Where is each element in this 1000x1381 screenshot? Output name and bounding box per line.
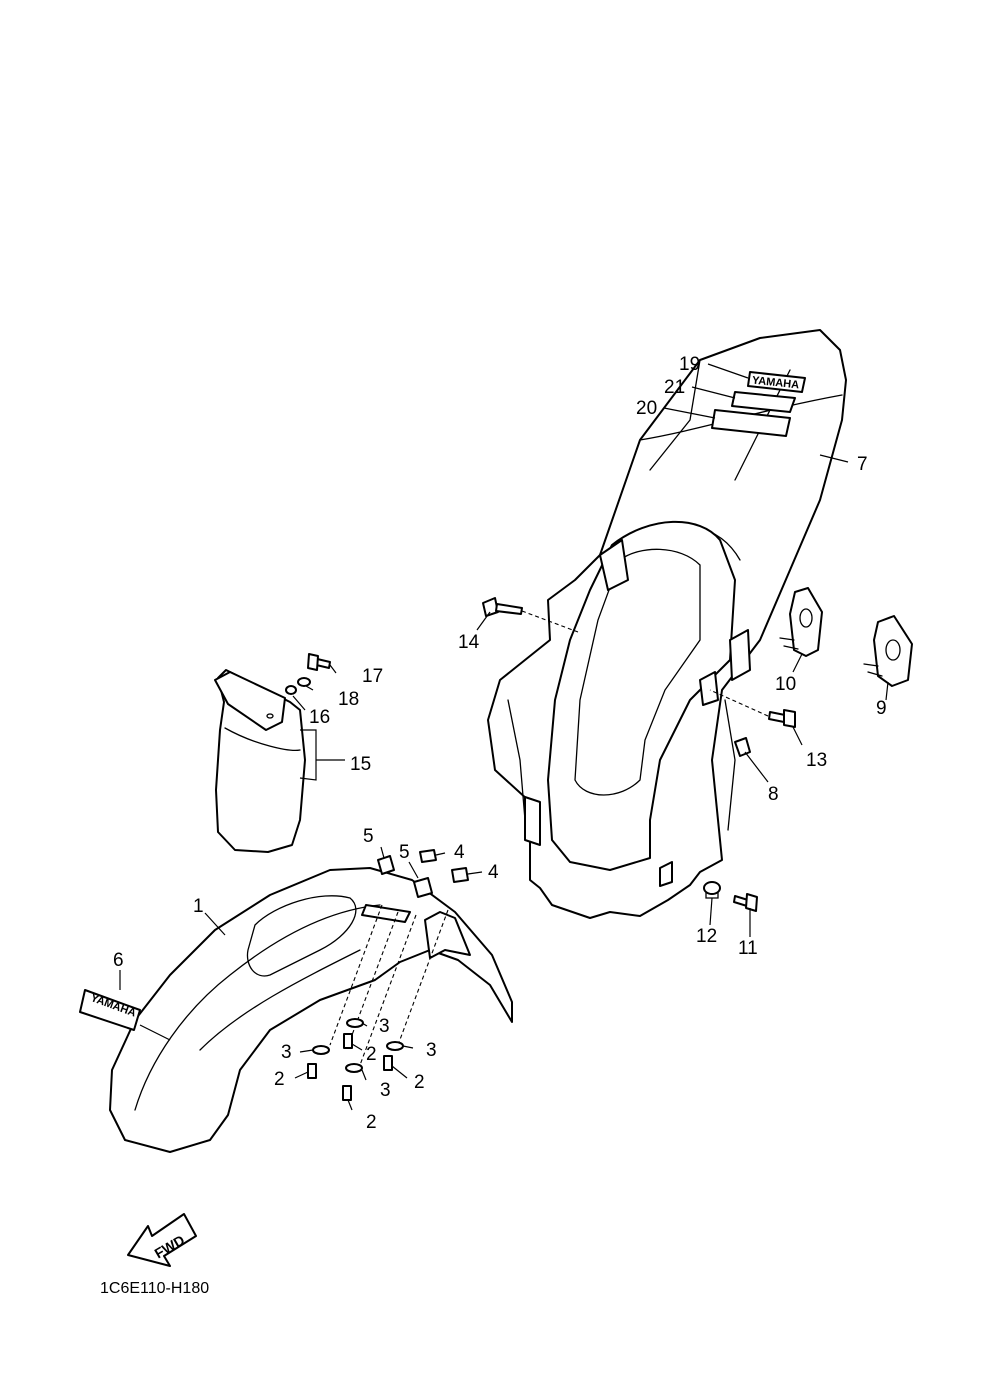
callout-19: 19 bbox=[679, 354, 700, 375]
bolt-11 bbox=[733, 893, 758, 912]
callout-3a: 3 bbox=[281, 1042, 292, 1063]
front-fender: YAMAHA bbox=[79, 849, 513, 1153]
decal-6-yamaha: YAMAHA bbox=[79, 989, 141, 1031]
decal-19-yamaha: YAMAHA bbox=[747, 371, 806, 393]
callout-2c: 2 bbox=[414, 1072, 425, 1093]
callout-5a: 5 bbox=[363, 826, 374, 847]
rear-fender: YAMAHA bbox=[487, 329, 847, 919]
bolt-4a bbox=[419, 849, 437, 863]
callout-1: 1 bbox=[193, 896, 204, 917]
bolts-2 bbox=[307, 1033, 393, 1101]
bolt-14 bbox=[482, 597, 579, 633]
callout-3c: 3 bbox=[426, 1040, 437, 1061]
callout-7: 7 bbox=[857, 454, 868, 475]
callout-18: 18 bbox=[338, 689, 359, 710]
callout-2b: 2 bbox=[366, 1044, 377, 1065]
callout-8: 8 bbox=[768, 784, 779, 805]
collar-5b bbox=[413, 877, 433, 898]
callout-4b: 4 bbox=[488, 862, 499, 883]
callout-15: 15 bbox=[350, 754, 371, 775]
callout-2d: 2 bbox=[366, 1112, 377, 1133]
callout-12: 12 bbox=[696, 926, 717, 947]
callout-5b: 5 bbox=[399, 842, 410, 863]
callout-3d: 3 bbox=[380, 1080, 391, 1101]
bracket-9 bbox=[863, 615, 913, 687]
clip-8 bbox=[734, 737, 751, 757]
bracket-10 bbox=[779, 587, 823, 657]
decal-19-text: YAMAHA bbox=[751, 375, 799, 392]
collar-5a bbox=[377, 855, 395, 875]
decal-21 bbox=[731, 391, 796, 413]
fwd-arrow-icon: FWD bbox=[127, 1213, 197, 1267]
callout-2a: 2 bbox=[274, 1069, 285, 1090]
callout-4a: 4 bbox=[454, 842, 465, 863]
callout-10: 10 bbox=[775, 674, 796, 695]
callouts: 19 21 20 7 14 10 9 13 8 12 11 17 18 16 1… bbox=[113, 354, 887, 1133]
callout-14: 14 bbox=[458, 632, 480, 653]
callout-17: 17 bbox=[362, 666, 383, 687]
washers-3 bbox=[312, 1018, 404, 1073]
callout-16: 16 bbox=[309, 707, 330, 728]
decal-20 bbox=[711, 409, 791, 437]
diagram-code: 1C6E110-H180 bbox=[100, 1280, 209, 1297]
callout-3b: 3 bbox=[379, 1016, 390, 1037]
callout-20: 20 bbox=[636, 398, 657, 419]
callout-13: 13 bbox=[806, 750, 827, 771]
callout-21: 21 bbox=[664, 377, 685, 398]
grommet-12 bbox=[703, 881, 721, 899]
leader-lines bbox=[119, 363, 889, 1111]
bolt-13 bbox=[709, 689, 796, 728]
bolt-4b bbox=[451, 867, 469, 883]
callout-9: 9 bbox=[876, 698, 887, 719]
callout-6: 6 bbox=[113, 950, 124, 971]
callout-11: 11 bbox=[738, 938, 758, 959]
mud-flap bbox=[214, 653, 331, 853]
